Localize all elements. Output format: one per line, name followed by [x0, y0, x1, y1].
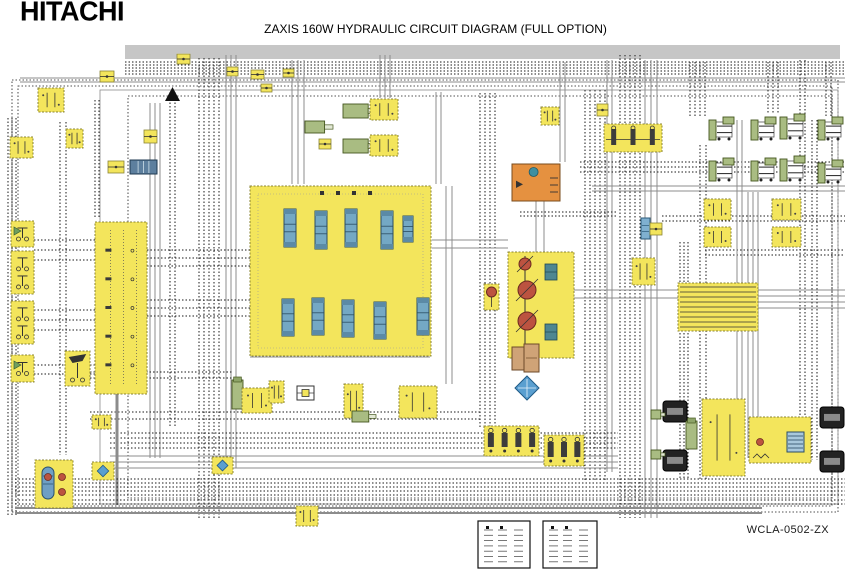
legend-table-2 [542, 520, 598, 569]
jack-cylinder-7 [779, 155, 806, 182]
axle-lock-valve [701, 398, 746, 477]
accumulator-horizontal [351, 410, 377, 423]
steering-valve [37, 87, 65, 113]
solenoid-valve-unit [398, 385, 438, 419]
pilot-relief-valve [483, 283, 500, 311]
shockless-valve-bank [603, 123, 663, 153]
legend-table-1 [477, 520, 531, 569]
fitting-top-2 [176, 53, 191, 65]
pilot-valve-left-2 [10, 300, 35, 345]
pilot-filter [343, 383, 364, 419]
check-valve [296, 385, 315, 401]
fitting-top-5 [260, 83, 273, 93]
fitting-top-3 [226, 66, 239, 77]
pilot-valve-travel [10, 220, 35, 248]
solenoid-valve-block-3 [543, 434, 585, 467]
diagram-title: ZAXIS 160W HYDRAULIC CIRCUIT DIAGRAM (FU… [264, 22, 607, 36]
fitting-mid-1 [318, 138, 332, 150]
travel-motor-unit [748, 416, 812, 464]
small-cylinder [129, 159, 158, 175]
accessory-pilot-valve [65, 128, 84, 149]
brake-pedal-valve [64, 350, 91, 387]
fitting-top-1 [99, 70, 115, 83]
brake-cylinder-1 [650, 409, 666, 420]
fitting-top-right [596, 103, 609, 117]
stop-valve [268, 380, 285, 404]
jack-cylinder-2 [750, 116, 777, 141]
pilot-check-valve-4 [771, 226, 802, 248]
brake-charge-unit [34, 459, 74, 509]
pilot-valve-steering [10, 354, 35, 383]
suspension-cylinder [685, 417, 698, 450]
jack-cylinder-3 [779, 113, 806, 140]
jack-cylinder-6 [750, 157, 777, 182]
wheel-front-right [819, 406, 845, 429]
hose-rupture-valve-2 [369, 134, 399, 157]
fitting-right-1 [649, 222, 663, 236]
pump-device [507, 251, 575, 359]
oil-cooler [514, 375, 540, 401]
pilot-valve-left-1 [10, 250, 35, 295]
line-filter-2 [211, 456, 234, 475]
jack-cylinder-8 [817, 159, 844, 184]
pilot-check-valve-3 [703, 226, 732, 248]
valve-bottom-center [295, 505, 319, 527]
wheel-rear-left [662, 449, 688, 472]
solenoid-valve-block-4 [483, 425, 540, 457]
arm-cylinder [304, 120, 334, 134]
pilot-check-valve-2 [771, 198, 802, 221]
wheel-rear-right [819, 450, 845, 473]
jack-cylinder-5 [708, 157, 735, 182]
signal-control-valve [94, 221, 148, 395]
circuit-components [9, 53, 845, 569]
pilot-shutoff-valve [9, 136, 34, 159]
fitting-left-2 [143, 129, 158, 144]
hydraulic-oil-tank [511, 163, 561, 202]
fitting-left-1 [107, 160, 125, 174]
jack-cylinder-4 [817, 116, 844, 141]
jack-cylinder-1 [708, 116, 735, 141]
hitachi-logo: HITACHI [20, 0, 125, 27]
brake-cylinder-2 [650, 449, 666, 460]
fitting-top-6 [282, 68, 295, 78]
engine [511, 343, 540, 373]
gear-oil-cylinder [231, 376, 244, 410]
solenoid-unit-small [91, 414, 112, 430]
drawing-number: WCLA-0502-ZX [746, 524, 829, 536]
pilot-block-top [540, 106, 560, 126]
hose-rupture-valve-1 [369, 98, 399, 121]
wheel-front-left [662, 400, 688, 423]
marker-triangle [165, 87, 180, 101]
gear-pump-unit [241, 387, 273, 414]
pilot-accumulator [640, 217, 651, 240]
fitting-top-4 [250, 69, 265, 80]
two-stage-relief-valve [631, 257, 656, 286]
pilot-check-valve-1 [703, 198, 732, 221]
hose-bundle-manifold [677, 282, 759, 332]
line-filter-1 [91, 461, 115, 481]
main-control-valve [249, 185, 432, 357]
